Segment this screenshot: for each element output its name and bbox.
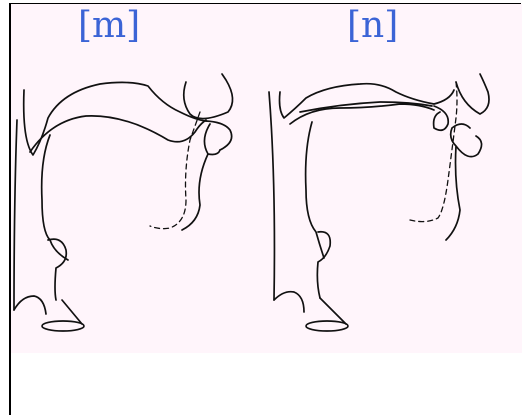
vocal-tract-m [14,74,233,331]
lower-lip-m [182,124,220,230]
palate-m [30,116,206,152]
pharynx-back-wall-n [269,92,274,300]
larynx-m [14,296,82,324]
upper-lip-n [456,74,489,114]
vocal-tract-n [269,74,489,331]
upper-lip-m [184,74,233,119]
nasal-cavity-n [280,84,455,118]
lower-lip-n [446,124,482,240]
pharynx-back-wall-m [14,120,17,310]
teeth-dashed-n [410,82,457,222]
jaw-m [48,239,66,300]
trachea-opening-n [306,321,348,331]
trachea-opening-m [42,321,84,331]
larynx-n [274,292,346,324]
tongue-m [42,135,68,260]
teeth-dashed-m [150,112,200,229]
tongue-n [306,122,324,258]
tongue-tip-n [434,106,449,130]
palate-lower-n [290,104,434,124]
